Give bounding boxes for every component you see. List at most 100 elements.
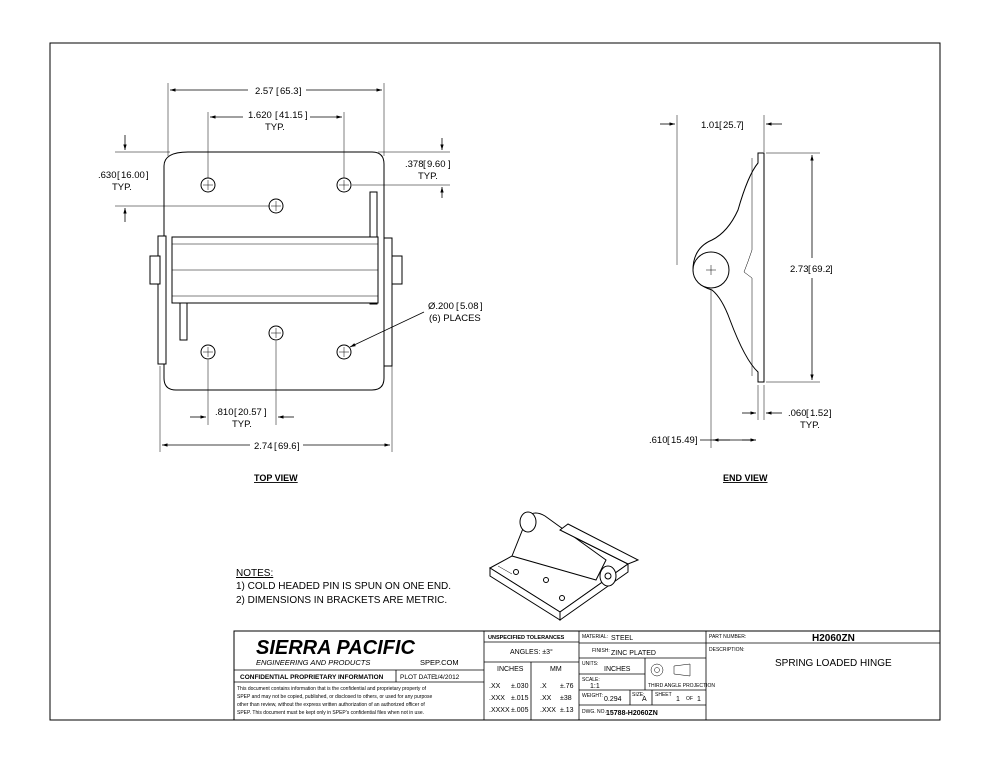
hole-3 bbox=[268, 198, 284, 214]
drawing-text: ±.015 bbox=[511, 695, 529, 702]
drawing-text: DESCRIPTION: bbox=[709, 647, 745, 653]
tolerances-angles: ANGLES: ±3° bbox=[510, 648, 553, 656]
company-sub: ENGINEERING AND PRODUCTS bbox=[256, 658, 370, 667]
plot-date-label: PLOT DATE: bbox=[400, 674, 438, 681]
drawing-text: UNITS: bbox=[582, 661, 598, 667]
drawing-number: 15788-H2060ZN bbox=[606, 710, 658, 717]
company-website: SPEP.COM bbox=[420, 658, 459, 667]
top-view: 2.57 [ 65.3 ] 1.620 [ 41.15 ] TYP. .630 … bbox=[98, 83, 483, 483]
hole-1 bbox=[200, 177, 216, 193]
dim-overall-top: 2.57 bbox=[255, 86, 274, 97]
drawing-text: ] bbox=[830, 264, 833, 275]
end-view-title: END VIEW bbox=[723, 473, 768, 483]
tolerances-heading: UNSPECIFIED TOLERANCES bbox=[488, 635, 565, 641]
dim-end-thickness: .060 bbox=[788, 408, 807, 419]
drawing-text: [ bbox=[808, 264, 811, 275]
dim-left-offset-typ: TYP. bbox=[112, 182, 132, 193]
drawing-text: .XX bbox=[489, 683, 501, 690]
drawing-text: [ bbox=[275, 110, 278, 121]
hole-5 bbox=[200, 344, 216, 360]
disclaimer-line-4: SPEP. This document must be kept only in… bbox=[237, 710, 424, 716]
dim-right-offset: .378 bbox=[405, 159, 424, 170]
drawing-text: [ bbox=[276, 86, 279, 97]
dim-bottom-offset: .810 bbox=[215, 407, 234, 418]
drawing-text: .X bbox=[540, 683, 547, 690]
note-2: 2) DIMENSIONS IN BRACKETS ARE METRIC. bbox=[236, 595, 447, 606]
top-view-right-pin-head bbox=[391, 255, 403, 285]
note-1: 1) COLD HEADED PIN IS SPUN ON ONE END. bbox=[236, 581, 451, 592]
drawing-text: .XXX bbox=[540, 707, 556, 714]
drawing-text: SCALE: bbox=[582, 677, 600, 683]
dim-overall-bottom: 2.74 bbox=[254, 441, 273, 452]
confidential-label: CONFIDENTIAL PROPRIETARY INFORMATION bbox=[240, 674, 384, 681]
dim-end-thickness-mm: 1.52 bbox=[810, 408, 829, 419]
drawing-text: .XX bbox=[540, 695, 552, 702]
third-angle-projection-icon bbox=[650, 663, 691, 677]
drawing-text: FINISH: bbox=[592, 648, 610, 654]
sheet-number: 1 bbox=[676, 696, 680, 703]
notes: NOTES: 1) COLD HEADED PIN IS SPUN ON ONE… bbox=[236, 568, 451, 606]
size: A bbox=[642, 696, 647, 703]
dim-bottom-offset-mm: 20.57 bbox=[238, 407, 262, 418]
drawing-text: [ bbox=[117, 170, 120, 181]
drawing-text: DWG. NO.: bbox=[582, 709, 607, 715]
drawing-text: ] bbox=[146, 170, 149, 181]
drawing-text: [ bbox=[274, 441, 277, 452]
drawing-text: ] bbox=[695, 435, 698, 446]
drawing-text: ] bbox=[305, 110, 308, 121]
drawing-text: PART NUMBER: bbox=[709, 634, 746, 640]
plot-date: 1/4/2012 bbox=[434, 674, 460, 681]
dim-hole-span: 1.620 bbox=[248, 110, 272, 121]
tol-inches-head: INCHES bbox=[497, 666, 524, 673]
drawing-text: ±38 bbox=[560, 695, 572, 702]
dim-end-thickness-typ: TYP. bbox=[800, 420, 820, 431]
dim-hole-count: (6) PLACES bbox=[429, 313, 481, 324]
dim-right-offset-typ: TYP. bbox=[418, 171, 438, 182]
drawing-text: SHEET bbox=[655, 692, 672, 698]
drawing-text: .XXX bbox=[489, 695, 505, 702]
isometric-view bbox=[489, 511, 640, 621]
drawing-text: ±.005 bbox=[511, 707, 529, 714]
dim-right-offset-mm: 9.60 bbox=[427, 159, 446, 170]
drawing-text: [ bbox=[667, 435, 670, 446]
weight: 0.294 bbox=[604, 696, 622, 703]
dim-end-center: .610 bbox=[649, 435, 668, 446]
drawing-text: ] bbox=[448, 159, 451, 170]
drawing-text: WEIGHT: bbox=[582, 693, 603, 699]
dim-overall-bottom-mm: 69.6 bbox=[278, 441, 297, 452]
dim-hole-span-typ: TYP. bbox=[265, 122, 285, 133]
dim-end-width: 1.01 bbox=[701, 120, 720, 131]
scale: 1:1 bbox=[590, 683, 600, 690]
drawing-text: MATERIAL: bbox=[582, 634, 608, 640]
top-view-left-knuckle bbox=[157, 235, 167, 365]
dim-hole-dia: Ø.200 bbox=[428, 301, 454, 312]
drawing-text: ] bbox=[297, 441, 300, 452]
units: INCHES bbox=[604, 666, 631, 673]
dim-end-height: 2.73 bbox=[790, 264, 809, 275]
dim-hole-dia-mm: 5.08 bbox=[460, 301, 479, 312]
sheet-total: 1 bbox=[697, 696, 701, 703]
drawing-text: ] bbox=[741, 120, 744, 131]
disclaimer-line-2: SPEP and may not be copied, published, o… bbox=[237, 694, 433, 700]
drawing-text: ±.13 bbox=[560, 707, 574, 714]
drawing-text: OF bbox=[686, 696, 693, 702]
projection-label: THIRD ANGLE PROJECTION bbox=[648, 683, 715, 689]
disclaimer-line-3: other than review, without the express w… bbox=[237, 702, 425, 708]
dim-hole-span-mm: 41.15 bbox=[279, 110, 303, 121]
dim-end-center-mm: 15.49 bbox=[671, 435, 695, 446]
end-view: 1.01 [ 25.7 ] 2.73 [ 69.2 ] .060 [ 1.52 … bbox=[649, 115, 833, 483]
dim-end-height-mm: 69.2 bbox=[812, 264, 831, 275]
drawing-text: [ bbox=[234, 407, 237, 418]
description: SPRING LOADED HINGE bbox=[775, 658, 892, 669]
drawing-text: ] bbox=[264, 407, 267, 418]
disclaimer-line-1: This document contains information that … bbox=[237, 686, 427, 692]
drawing-text: [ bbox=[719, 120, 722, 131]
drawing-text: [ bbox=[456, 301, 459, 312]
tol-mm-head: MM bbox=[550, 666, 562, 673]
dim-bottom-offset-typ: TYP. bbox=[232, 419, 252, 430]
drawing-text: SIZE: bbox=[632, 692, 645, 698]
drawing-text: ] bbox=[829, 408, 832, 419]
dim-left-offset: .630 bbox=[98, 170, 117, 181]
drawing-text: [ bbox=[423, 159, 426, 170]
drawing-text: [ bbox=[806, 408, 809, 419]
